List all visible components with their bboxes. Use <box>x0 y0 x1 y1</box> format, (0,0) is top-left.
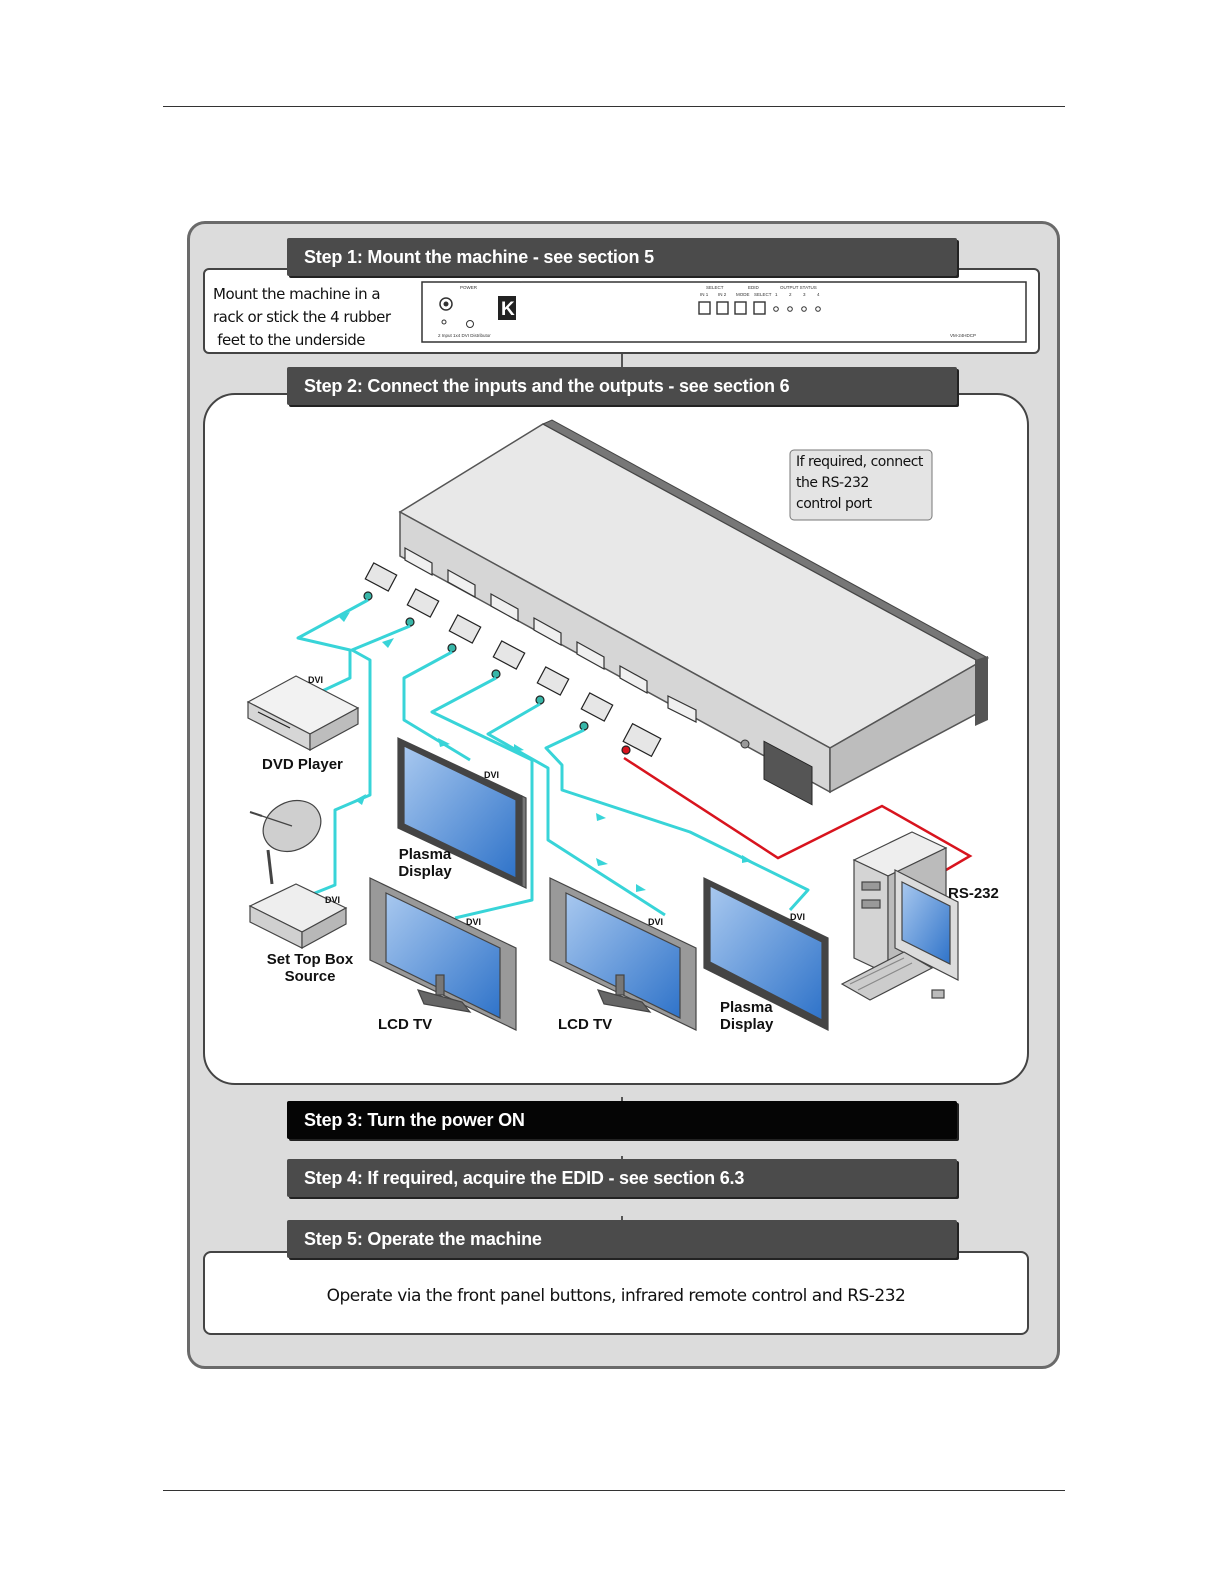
header-rule <box>163 106 1065 107</box>
power-label: POWER <box>460 285 478 290</box>
rs232-note-line: the RS-232 <box>796 475 869 491</box>
dvi-plugs <box>363 562 662 758</box>
mode-button <box>734 301 747 315</box>
cable-arrows <box>338 612 752 892</box>
front-panel-drawing: POWER K SELECT EDID OUTPUT STATUS IN 1 I… <box>421 281 1027 343</box>
step1-note-line: rack or stick the 4 rubber <box>213 308 391 326</box>
lcd-tv-2-label: LCD TV <box>558 1016 613 1033</box>
set-top-box-label-line: Source <box>284 968 336 985</box>
plasma-label-line: Plasma <box>720 999 773 1016</box>
dvi-label-plasma1: DVI <box>484 770 499 780</box>
rs232-port-icon <box>667 695 697 723</box>
kramer-logo <box>498 296 516 320</box>
lcd-tv-2-icon <box>549 877 697 1031</box>
connector-line-1 <box>621 352 623 372</box>
dvi-cables <box>296 598 810 920</box>
plasma-label-line: Plasma <box>398 846 452 863</box>
dvi-label-lcd1: DVI <box>466 917 481 927</box>
status-led-icon <box>815 306 821 312</box>
status-label: 1 <box>775 292 778 297</box>
footer-rule <box>163 1490 1065 1491</box>
in2-button <box>716 301 729 315</box>
plasma-label-line: Display <box>720 1016 774 1033</box>
kramer-logo-letter: K <box>501 299 515 320</box>
button-label-in2: IN 2 <box>718 292 727 297</box>
lcd-tv-1-label: LCD TV <box>378 1016 433 1033</box>
button-label-select: SELECT <box>754 292 772 297</box>
button-label-in1: IN 1 <box>700 292 709 297</box>
dvd-player-icon <box>246 675 360 752</box>
status-label: 2 <box>789 292 792 297</box>
step1-note-line: feet to the underside <box>213 331 366 349</box>
status-label: 4 <box>817 292 820 297</box>
rs232-label: RS-232 <box>948 885 999 902</box>
step-2-bar: Step 2: Connect the inputs and the outpu… <box>287 367 957 405</box>
dvi-ports <box>404 546 697 723</box>
select-button <box>753 301 766 315</box>
group-label-output-status: OUTPUT STATUS <box>780 285 817 290</box>
in1-button <box>698 301 711 315</box>
status-led-icon <box>787 306 793 312</box>
step5-note: Operate via the front panel buttons, inf… <box>326 1286 906 1306</box>
step-1-bar: Step 1: Mount the machine - see section … <box>287 238 957 276</box>
cable-out1-plasma1 <box>402 650 471 762</box>
cable-dvd-in1 <box>296 598 369 695</box>
set-top-box-icon <box>248 883 348 950</box>
status-led-icon <box>801 306 807 312</box>
group-label-edid: EDID <box>748 285 760 290</box>
rs232-plug-icon <box>621 722 662 758</box>
plasma-display-1-label: Plasma Display <box>394 846 456 880</box>
button-label-mode: MODE <box>736 292 750 297</box>
dvi-label-lcd2: DVI <box>648 917 663 927</box>
plasma-display-2-label: Plasma Display <box>720 999 782 1033</box>
dvd-player-label: DVD Player <box>262 756 343 773</box>
rs232-cable <box>623 756 973 872</box>
power-led-icon <box>441 319 447 325</box>
power-inlet-icon <box>763 740 813 806</box>
satellite-dish-icon <box>249 799 322 885</box>
rs232-note-line: control port <box>796 496 872 512</box>
cable-out4-plasma2 <box>544 728 810 912</box>
plasma-label-line: Display <box>398 863 452 880</box>
step1-note: Mount the machine in a rack or stick the… <box>213 283 391 352</box>
rs232-note-line: If required, connect <box>796 454 923 470</box>
step-3-bar: Step 3: Turn the power ON <box>287 1101 957 1139</box>
dvi-label-dvd: DVI <box>308 675 323 685</box>
cable-stb-in2 <box>309 624 411 897</box>
power-switch-icon <box>439 297 453 311</box>
connection-diagram: DVI DVI DVI DVI DVI DVI <box>246 419 990 1031</box>
rs232-note: If required, connect the RS-232 control … <box>796 452 923 515</box>
set-top-box-label: Set Top Box Source <box>262 951 358 985</box>
model-name: VM-24HDCP <box>950 333 976 338</box>
set-top-box-label-line: Set Top Box <box>266 951 354 968</box>
dvi-label-plasma2: DVI <box>790 912 805 922</box>
distributor-unit <box>398 419 990 806</box>
group-label-select: SELECT <box>706 285 724 290</box>
pc-computer-icon <box>840 831 959 1001</box>
step-4-bar: Step 4: If required, acquire the EDID - … <box>287 1159 957 1197</box>
plasma-display-1-icon <box>397 737 527 889</box>
step1-note-line: Mount the machine in a <box>213 285 381 303</box>
dvi-label-stb: DVI <box>325 895 340 905</box>
rs232-note-box <box>789 449 933 521</box>
cable-out3-lcd2 <box>486 702 666 917</box>
step-5-bar: Step 5: Operate the machine <box>287 1220 957 1258</box>
status-label: 3 <box>803 292 806 297</box>
lcd-tv-1-icon <box>369 877 517 1031</box>
plasma-display-2-icon <box>703 877 829 1031</box>
reset-button-icon <box>740 739 750 749</box>
status-led-icon <box>773 306 779 312</box>
model-desc: 2 Input 1x4 DVI Distributor <box>438 333 491 338</box>
